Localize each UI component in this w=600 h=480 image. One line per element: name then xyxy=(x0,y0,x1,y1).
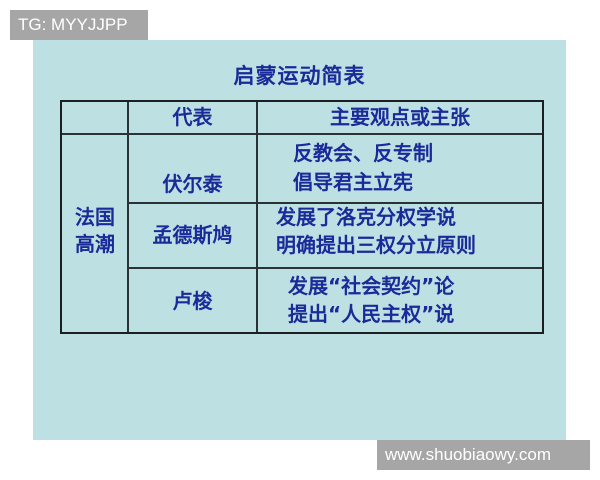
header-divider xyxy=(62,133,542,135)
row-divider-1 xyxy=(129,202,542,204)
table-row-1-view-1: 反教会、反专制 xyxy=(293,141,433,165)
table-row-1-view-2: 倡导君主立宪 xyxy=(293,170,413,194)
table-row-2-view-2: 明确提出三权分立原则 xyxy=(276,233,476,257)
enlightenment-table: 代表 主要观点或主张 法国 高潮 伏尔泰 反教会、反专制 倡导君主立宪 孟德斯鸠… xyxy=(60,100,544,334)
group-label: 法国 高潮 xyxy=(64,204,126,258)
table-row-2-view-1: 发展了洛克分权学说 xyxy=(276,205,456,229)
slide: 启蒙运动简表 代表 主要观点或主张 法国 高潮 伏尔泰 反教会、反专制 倡导君主… xyxy=(33,40,566,440)
table-row-3-view-1: 发展“社会契约”论 xyxy=(288,274,455,298)
group-label-line-2: 高潮 xyxy=(75,232,115,256)
table-row-3-view-2: 提出“人民主权”说 xyxy=(288,302,455,326)
row-divider-2 xyxy=(129,267,542,269)
group-label-line-1: 法国 xyxy=(75,205,115,229)
table-row-2-representative: 孟德斯鸠 xyxy=(152,223,233,247)
column-divider-1 xyxy=(127,102,129,332)
watermark-top-left: TG: MYYJJPP xyxy=(10,10,148,40)
table-row-3-representative: 卢梭 xyxy=(172,289,213,313)
header-main-views: 主要观点或主张 xyxy=(330,105,470,129)
header-representative: 代表 xyxy=(172,105,213,129)
table-row-1-representative: 伏尔泰 xyxy=(162,172,223,196)
watermark-bottom-right: www.shuobiaowy.com xyxy=(377,440,590,470)
slide-title: 启蒙运动简表 xyxy=(233,64,366,88)
column-divider-2 xyxy=(256,102,258,332)
